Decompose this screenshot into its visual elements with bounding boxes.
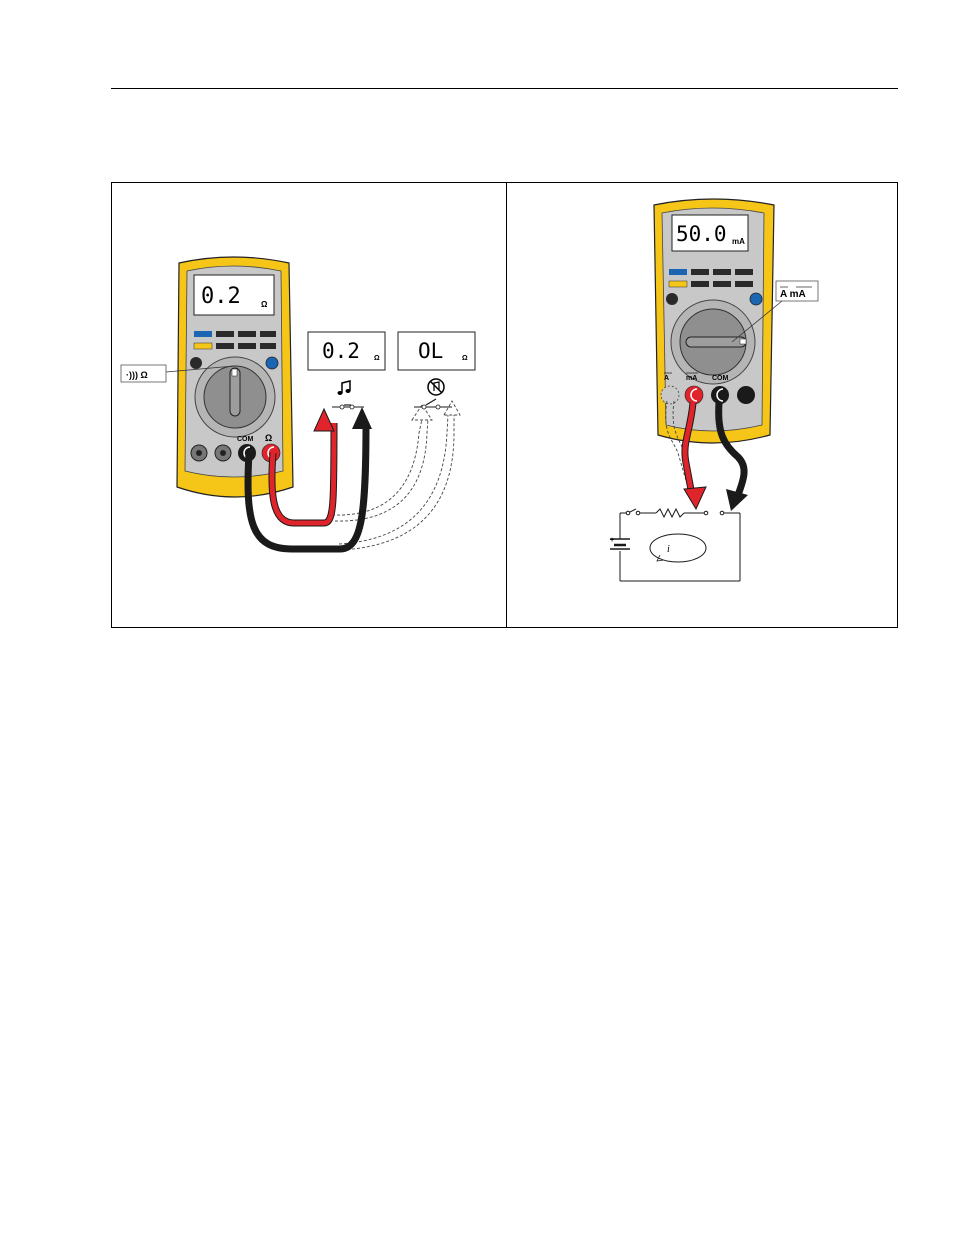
right-jack-ma-label: mA [686, 375, 697, 382]
left-result-closed-value: 0.2 [322, 339, 360, 363]
figure-box: 0.2 Ω COM Ω [111, 182, 898, 628]
right-meter-display-value: 50.0 [676, 222, 727, 246]
right-dial-callout-text: A mA [780, 289, 806, 300]
left-result-open: OL Ω [398, 332, 475, 395]
beeper-off-icon [428, 379, 444, 395]
right-jack-com-label: COM [712, 375, 729, 382]
left-meter-display-unit: Ω [261, 300, 268, 309]
battery-plus-label: + [610, 537, 614, 544]
left-dial-callout-text: ·))) Ω [126, 370, 148, 380]
left-dashed-leads [332, 401, 460, 550]
left-result-closed: 0.2 Ω [308, 332, 385, 395]
beeper-on-icon [338, 381, 351, 395]
current-symbol: i [667, 544, 670, 555]
right-circuit [610, 509, 740, 581]
right-meter-display-unit: mA [732, 237, 745, 246]
figure-svg: 0.2 Ω COM Ω [112, 183, 899, 629]
header-rule [111, 88, 898, 89]
left-result-open-unit: Ω [462, 355, 468, 362]
right-jack-a-label: A [664, 375, 669, 382]
left-open-switch [414, 399, 452, 409]
left-meter-display-value: 0.2 [201, 284, 241, 309]
right-meter: 50.0 mA A mA COM [654, 199, 774, 443]
left-jack-ohm-label: Ω [265, 433, 272, 443]
left-result-open-value: OL [418, 339, 443, 363]
left-closed-switch [332, 405, 364, 409]
left-result-closed-unit: Ω [374, 355, 380, 362]
left-jack-com-label: COM [237, 436, 254, 443]
